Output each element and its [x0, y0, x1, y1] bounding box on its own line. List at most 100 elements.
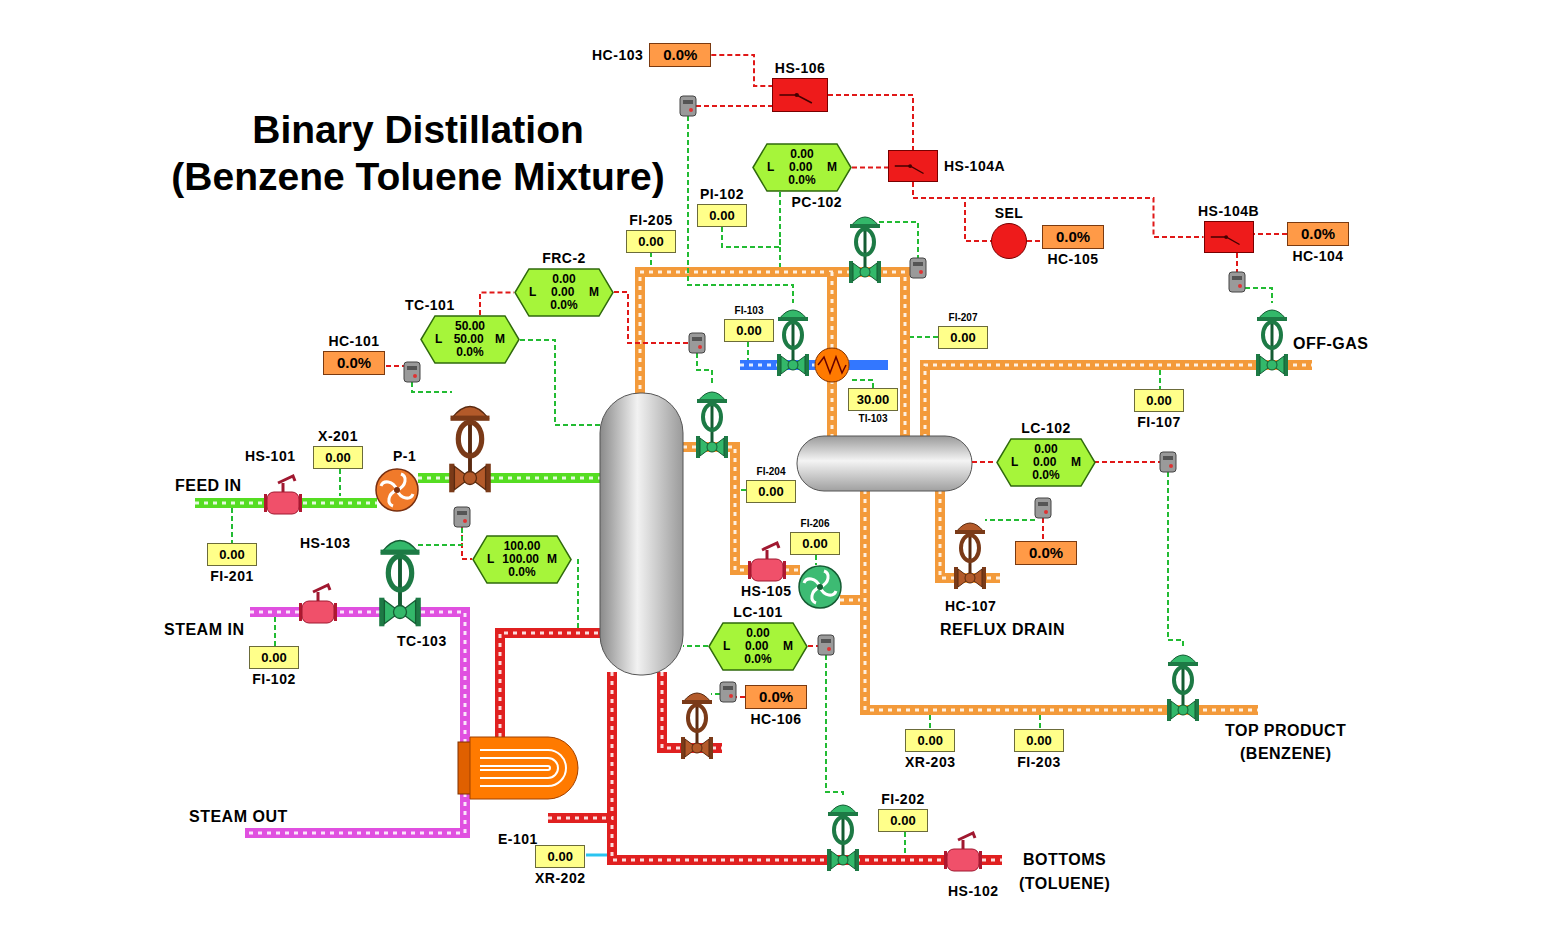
label-anchor: FEED IN — [175, 476, 242, 495]
stream-label: (BENZENE) — [1240, 744, 1332, 763]
switch-pivot — [795, 93, 799, 97]
process-value: 0.00 — [767, 148, 837, 161]
mode-letter: M — [1071, 456, 1081, 469]
label-anchor: HS-102 — [948, 883, 998, 900]
flow-stripe — [640, 272, 905, 438]
signal-line — [972, 461, 996, 463]
signal-line — [697, 353, 712, 385]
instrument-tap — [904, 832, 906, 855]
feed-pipe — [418, 473, 600, 483]
stream-label: (TOLUENE) — [1019, 874, 1110, 893]
indicator-tag: PI-1020.00 — [697, 186, 747, 227]
overhead-pipe — [640, 272, 905, 438]
output-value: 0.0% — [754, 688, 798, 706]
hand-controller: 0.0%HC-105 — [1042, 225, 1104, 267]
flow-stripe — [245, 612, 465, 833]
label-anchor: REFLUX DRAIN — [940, 620, 1065, 639]
valve-positioner — [454, 507, 470, 527]
signal-line — [462, 527, 472, 559]
tag-label: FI-202 — [881, 791, 924, 807]
mode-row: L0.00M — [723, 640, 793, 653]
signal-line — [614, 292, 689, 343]
valve-positioner — [680, 96, 696, 116]
valve-positioner — [1035, 498, 1051, 518]
signal-line — [913, 182, 991, 241]
hexagon-shape — [709, 623, 807, 670]
switch-symbol — [1205, 222, 1253, 252]
signal-line — [1254, 233, 1288, 235]
hexagon-shape — [473, 536, 571, 583]
instrument-tap — [231, 508, 233, 543]
mode-letter: M — [547, 553, 557, 566]
flow-stripe — [612, 672, 1002, 860]
label-anchor: E-101 — [498, 831, 538, 848]
signal-line — [879, 222, 918, 258]
reflux-pipe — [683, 447, 800, 570]
tag-label: FI-102 — [252, 671, 295, 687]
label-anchor: (TOLUENE) — [1019, 874, 1110, 893]
output-percent: 0.0% — [723, 653, 793, 666]
control-valve — [1167, 655, 1199, 721]
tag-label: XR-203 — [905, 754, 955, 770]
tag-label: FI-201 — [210, 568, 253, 584]
manual-control-valve — [681, 693, 713, 759]
switch-symbol — [889, 151, 937, 181]
setpoint-value: 0.00 — [551, 286, 574, 299]
indicator-box: 0.00 — [249, 646, 299, 669]
instrument-tap — [910, 336, 938, 338]
mode-letter: L — [723, 640, 730, 653]
stream-label: E-101 — [498, 831, 538, 848]
tag-label: HC-106 — [750, 711, 801, 727]
indicator-box: 0.00 — [790, 532, 840, 555]
output-percent: 0.0% — [767, 174, 837, 187]
switch-block — [1204, 221, 1254, 253]
title-block: Binary Distillation (Benzene Toluene Mix… — [166, 106, 670, 200]
process-value: 0.00 — [1011, 443, 1081, 456]
hand-valve — [944, 833, 982, 871]
instrument-tap — [650, 252, 652, 267]
signal-line — [808, 645, 818, 647]
setpoint-value: 50.00 — [454, 333, 484, 346]
control-valve — [449, 407, 491, 493]
mode-letter: L — [487, 553, 494, 566]
tag-label: FI-207 — [949, 312, 978, 324]
signal-line — [1027, 240, 1042, 242]
mode-row: L0.00M — [529, 286, 599, 299]
distillation-column — [600, 393, 683, 675]
process-value: 50.00 — [435, 320, 505, 333]
hand-switch: HS-104B — [1198, 203, 1259, 253]
indicator-tag: 30.00TI-103 — [848, 388, 898, 425]
stream-label: TOP PRODUCT — [1225, 721, 1346, 740]
tag-label: XR-202 — [535, 870, 585, 886]
signal-line — [412, 382, 452, 392]
signal-line — [386, 365, 404, 367]
mode-letter: L — [767, 161, 774, 174]
control-valve — [379, 541, 421, 627]
switch-block — [772, 78, 828, 112]
label-anchor: P-1 — [393, 448, 416, 465]
hand-controller: HC-1030.0% — [592, 43, 711, 67]
bottoms-pipe — [548, 813, 612, 823]
indicator-value: 30.00 — [855, 392, 891, 407]
stream-label: HS-101 — [245, 448, 295, 465]
mode-letter: L — [1011, 456, 1018, 469]
mode-row: L0.00M — [1011, 456, 1081, 469]
output-box: 0.0% — [649, 43, 711, 67]
indicator-box: 0.00 — [697, 204, 747, 227]
stream-label: REFLUX DRAIN — [940, 620, 1065, 639]
indicator-value: 0.00 — [704, 208, 740, 223]
signal-line — [418, 527, 462, 545]
mode-letter: M — [495, 333, 505, 346]
controller-faceplate: LC-1020.00L0.00M0.0% — [996, 420, 1096, 487]
output-percent: 0.0% — [1011, 469, 1081, 482]
indicator-tag: X-2010.00 — [313, 428, 363, 469]
mode-row: L100.00M — [487, 553, 557, 566]
process-value: 0.00 — [529, 273, 599, 286]
indicator-box: 30.00 — [848, 388, 898, 411]
hexagon-shape — [421, 316, 519, 363]
reboiler-return-pipe — [500, 633, 600, 737]
indicator-value: 0.00 — [945, 330, 981, 345]
tag-label: LC-101 — [733, 604, 783, 620]
switch-block — [888, 150, 938, 182]
tag-label: FI-205 — [629, 212, 672, 228]
